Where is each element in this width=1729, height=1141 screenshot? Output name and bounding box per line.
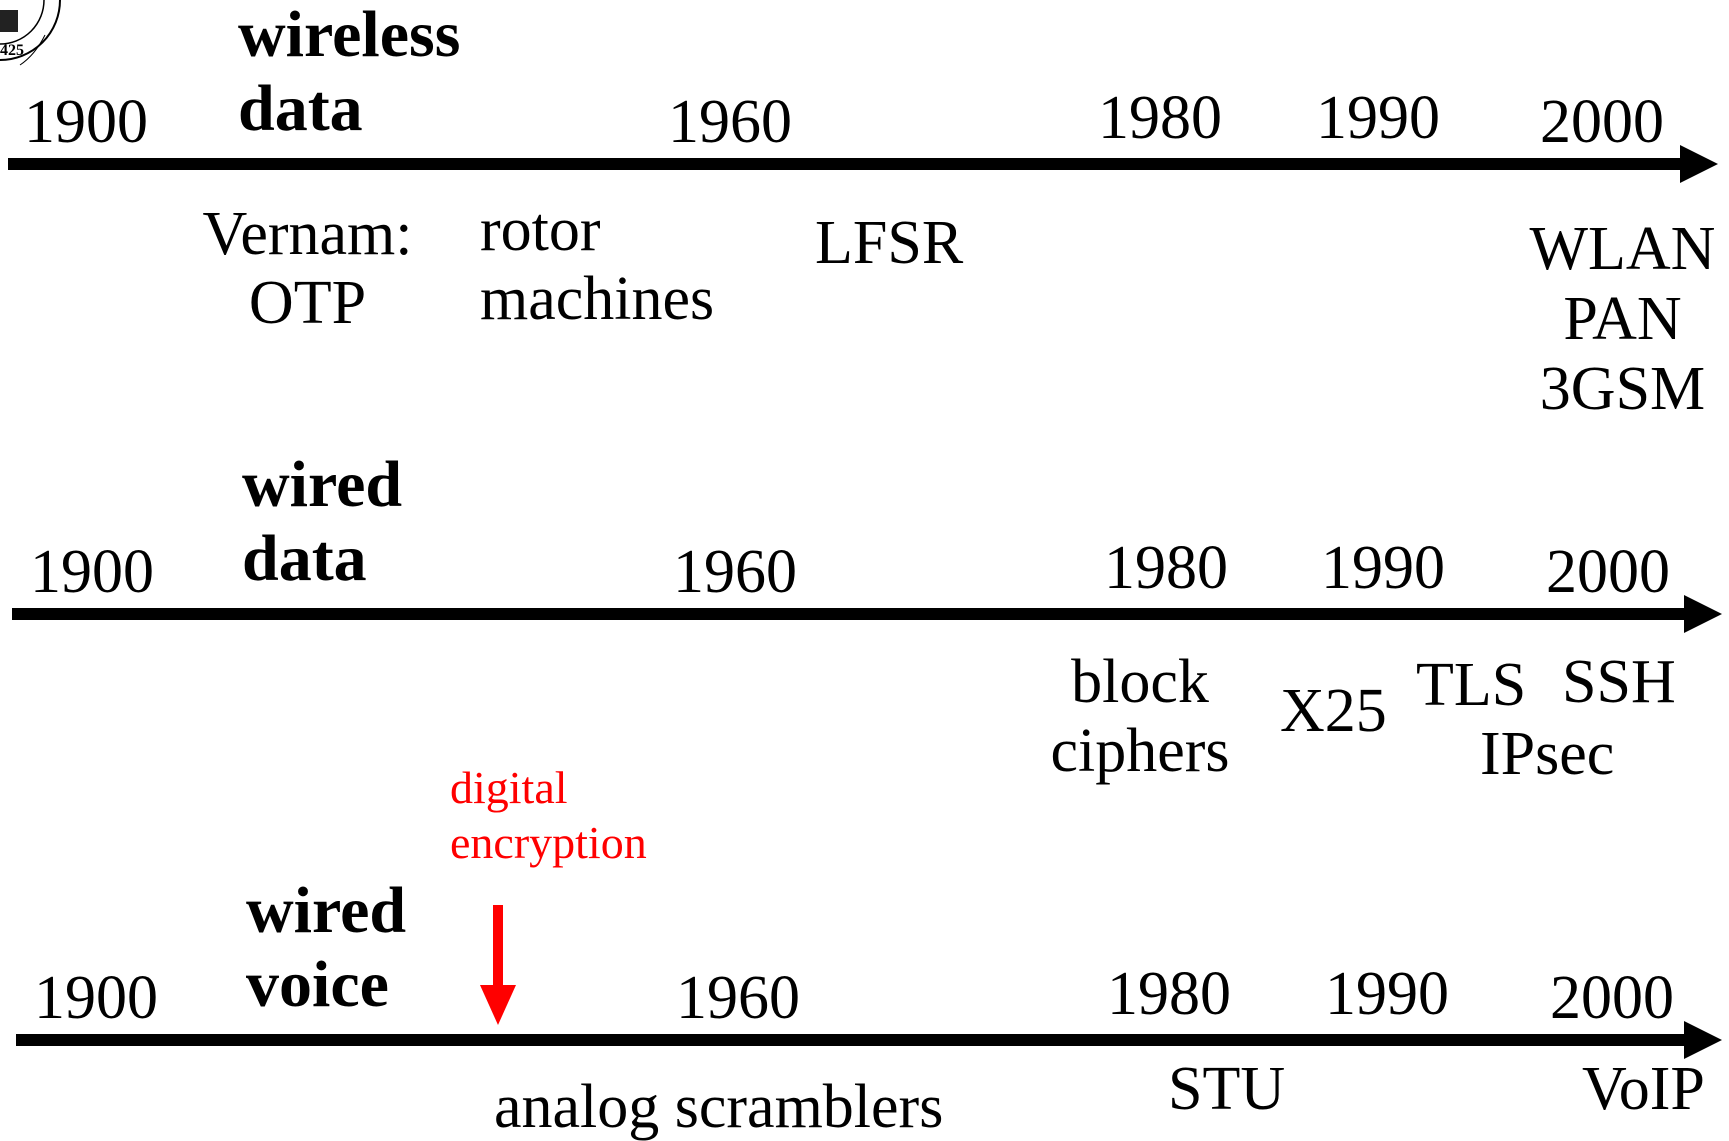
year-label: 1900 bbox=[30, 538, 154, 606]
event-label: block ciphers bbox=[1050, 648, 1230, 786]
event-label: X25 bbox=[1280, 677, 1387, 745]
down-arrow-icon bbox=[480, 905, 516, 1025]
timeline-heading-line1: wired bbox=[246, 874, 407, 947]
timeline-heading-line2: data bbox=[242, 522, 367, 595]
timeline-axis bbox=[8, 158, 1688, 170]
university-seal-logo: 425 bbox=[0, 0, 61, 66]
year-label: 1900 bbox=[34, 964, 158, 1032]
year-label: 1960 bbox=[673, 538, 797, 606]
year-label: 1990 bbox=[1316, 84, 1440, 152]
event-label: TLS IPsec bbox=[1416, 651, 1615, 789]
year-label: 1900 bbox=[24, 88, 148, 156]
arrowhead-icon bbox=[1684, 595, 1722, 633]
event-label: STU bbox=[1168, 1055, 1286, 1123]
arrowhead-icon bbox=[1680, 145, 1718, 183]
year-label: 2000 bbox=[1550, 964, 1674, 1032]
seal-number: 425 bbox=[0, 42, 24, 59]
event-label: Vernam: OTP bbox=[202, 200, 413, 338]
event-label: LFSR bbox=[815, 209, 964, 277]
year-label: 2000 bbox=[1546, 538, 1670, 606]
year-label: 1990 bbox=[1325, 960, 1449, 1028]
event-label: rotor machines bbox=[480, 196, 715, 334]
timeline-axis bbox=[16, 1034, 1692, 1046]
year-label: 1960 bbox=[668, 88, 792, 156]
year-label: 1980 bbox=[1107, 960, 1231, 1028]
event-label: VoIP bbox=[1582, 1055, 1705, 1123]
timeline-heading-line2: voice bbox=[246, 948, 389, 1021]
year-label: 1990 bbox=[1321, 534, 1445, 602]
event-label: WLAN PAN 3GSM bbox=[1529, 215, 1716, 424]
event-label: SSH bbox=[1562, 648, 1676, 716]
annotation-label: digital encryption bbox=[450, 762, 647, 869]
year-label: 1980 bbox=[1098, 84, 1222, 152]
year-label: 1980 bbox=[1104, 534, 1228, 602]
year-label: 1960 bbox=[676, 964, 800, 1032]
timeline-heading-line1: wired bbox=[242, 448, 403, 521]
timeline-heading-line2: data bbox=[238, 72, 363, 145]
arrowhead-icon bbox=[1684, 1021, 1722, 1059]
timeline-heading-line1: wireless bbox=[238, 0, 461, 71]
event-label: analog scramblers bbox=[494, 1073, 944, 1141]
year-label: 2000 bbox=[1540, 88, 1664, 156]
timeline-axis bbox=[12, 608, 1692, 620]
